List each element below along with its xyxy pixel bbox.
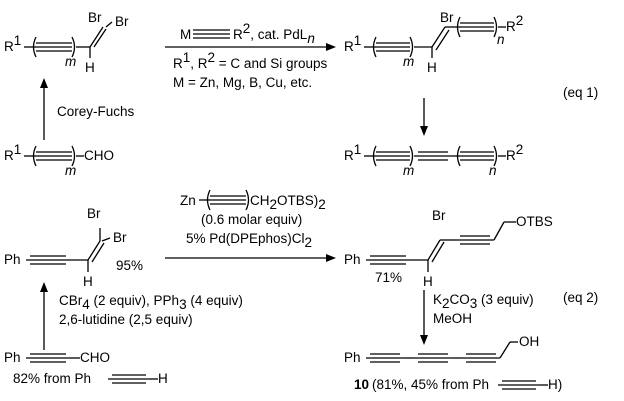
svg-text:K2CO3 (3 equiv): K2CO3 (3 equiv) <box>433 292 534 311</box>
eq2-reaction-arrow <box>165 254 336 262</box>
svg-text:R2, cat. PdLn: R2, cat. PdLn <box>233 21 315 46</box>
svg-text:H: H <box>427 60 437 75</box>
svg-text:Zn: Zn <box>180 193 196 208</box>
eq2-conditions: (0.6 molar equiv) 5% Pd(DPEphos)Cl2 <box>186 212 312 250</box>
svg-text:R1: R1 <box>344 142 361 163</box>
eq2-aldehyde: Ph CHO 82% from Ph H <box>4 350 168 386</box>
svg-text:m: m <box>403 54 414 69</box>
svg-text:10: 10 <box>354 377 369 392</box>
svg-text:Br: Br <box>440 10 454 25</box>
svg-text:m: m <box>65 163 76 178</box>
svg-text:CHO: CHO <box>84 148 114 163</box>
svg-text:H: H <box>83 274 93 289</box>
svg-text:R2: R2 <box>506 142 523 163</box>
svg-text:71%: 71% <box>375 270 402 285</box>
svg-text:CBr4 (2 equiv), PPh3 (4 equiv): CBr4 (2 equiv), PPh3 (4 equiv) <box>59 293 243 312</box>
eq2-final-caption: 10 (81%, 45% from Ph H) <box>354 377 562 392</box>
svg-text:95%: 95% <box>116 258 143 273</box>
eq1-reaction-arrow <box>165 43 336 51</box>
svg-text:R1: R1 <box>4 142 21 163</box>
eq1-conditions: R1, R2 = C and Si groups M = Zn, Mg, B, … <box>173 50 327 90</box>
svg-text:H: H <box>158 371 168 386</box>
r1-label: R1 <box>4 33 21 54</box>
svg-text:R1: R1 <box>344 33 361 54</box>
svg-text:(0.6 molar equiv): (0.6 molar equiv) <box>201 212 302 227</box>
svg-text:Ph: Ph <box>4 350 21 365</box>
svg-text:OTBS: OTBS <box>516 214 553 229</box>
svg-text:m: m <box>65 54 76 69</box>
svg-text:Br: Br <box>115 14 129 29</box>
svg-text:M: M <box>180 27 191 42</box>
eq2-up-arrow: CBr4 (2 equiv), PPh3 (4 equiv) 2,6-lutid… <box>40 282 243 350</box>
svg-text:Ph: Ph <box>344 252 361 267</box>
svg-text:Br: Br <box>87 206 101 221</box>
svg-text:R2: R2 <box>506 13 523 34</box>
svg-text:n: n <box>489 163 497 178</box>
eq2-dibromoolefin: Ph Br Br H 95% <box>4 206 143 289</box>
svg-text:m: m <box>403 163 414 178</box>
eq1-up-arrow: Corey-Fuchs <box>40 78 135 140</box>
svg-text:MeOH: MeOH <box>433 311 472 326</box>
svg-text:H: H <box>423 274 433 289</box>
eq2-label: (eq 2) <box>563 290 598 305</box>
corey-fuchs-label: Corey-Fuchs <box>57 104 135 119</box>
svg-text:2,6-lutidine (2,5 equiv): 2,6-lutidine (2,5 equiv) <box>59 312 193 327</box>
eq2-triyne-product: Ph OH <box>344 334 539 365</box>
eq1-dibromoolefin: R1 m H Br Br <box>4 10 129 75</box>
eq2-bromoenyne-product: Ph Br H 71% OTBS <box>344 208 553 289</box>
svg-text:Ph: Ph <box>4 252 21 267</box>
svg-text:H: H <box>85 60 95 75</box>
svg-text:CHO: CHO <box>80 350 110 365</box>
eq1-aldehyde: R1 m CHO <box>4 142 114 178</box>
svg-text:5% Pd(DPEphos)Cl2: 5% Pd(DPEphos)Cl2 <box>186 231 312 250</box>
svg-text:Br: Br <box>88 10 102 25</box>
svg-text:82% from Ph: 82% from Ph <box>13 371 91 386</box>
svg-text:(81%, 45% from Ph: (81%, 45% from Ph <box>372 377 489 392</box>
svg-text:M = Zn, Mg, B, Cu, etc.: M = Zn, Mg, B, Cu, etc. <box>173 75 312 90</box>
eq1-reagent-top: M R2, cat. PdLn <box>180 21 315 46</box>
svg-text:Br: Br <box>113 230 127 245</box>
svg-text:H): H) <box>548 377 562 392</box>
svg-text:Br: Br <box>432 208 446 223</box>
eq1-down-arrow <box>420 98 428 136</box>
svg-text:CH2OTBS)2: CH2OTBS)2 <box>250 193 326 212</box>
eq1-polyyne-product: R1 m n R2 <box>344 142 523 178</box>
svg-text:R1, R2 = C and Si groups: R1, R2 = C and Si groups <box>173 50 327 71</box>
eq1-label: (eq 1) <box>563 85 598 100</box>
svg-text:OH: OH <box>519 334 539 349</box>
eq2-reagent-top: Zn CH2OTBS)2 <box>180 189 326 212</box>
svg-text:Ph: Ph <box>344 350 361 365</box>
svg-text:n: n <box>497 32 505 47</box>
eq1-bromoenyne-product: R1 m Br H n R2 <box>344 10 523 75</box>
eq2-down-arrow: K2CO3 (3 equiv) MeOH <box>420 290 534 345</box>
